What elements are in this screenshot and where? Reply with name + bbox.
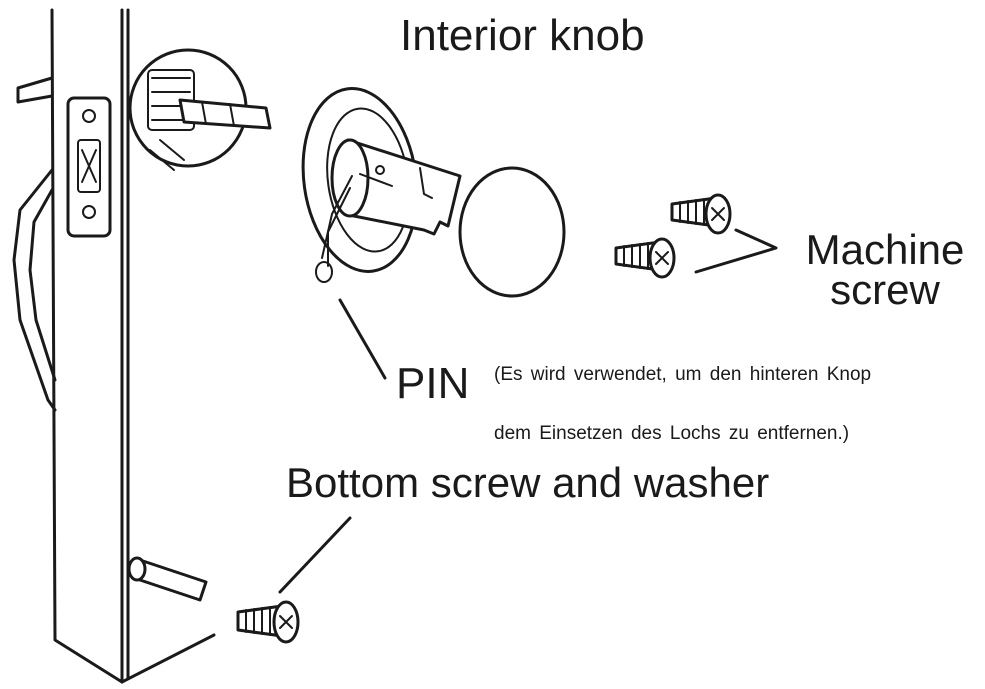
- machine-screw-label: Machine screw: [805, 226, 965, 313]
- latch-faceplate: [66, 96, 112, 238]
- bottom-screw: [236, 600, 300, 644]
- interior-knob: [458, 166, 566, 298]
- bottom-leader-line: [278, 516, 352, 594]
- interior-knob-label: Interior knob: [400, 11, 645, 60]
- bottom-screw-label: Bottom screw and washer: [286, 459, 770, 506]
- machine-screw-top: [670, 193, 732, 235]
- door-edge: [50, 8, 216, 684]
- machine-screw-bracket: [694, 228, 778, 274]
- pin-tool: [315, 173, 393, 283]
- pin-note-line-2: dem Einsetzen des Lochs zu entfernen.): [494, 423, 850, 444]
- washer-sleeve: [127, 556, 208, 602]
- exterior-handle: [12, 76, 57, 412]
- pin-leader-line: [338, 298, 387, 380]
- machine-screw-bottom: [614, 237, 676, 279]
- pin-note-line-1: (Es wird verwendet, um den hinteren Knop: [494, 364, 872, 385]
- pin-label: PIN: [396, 359, 470, 408]
- spindle: [178, 98, 272, 130]
